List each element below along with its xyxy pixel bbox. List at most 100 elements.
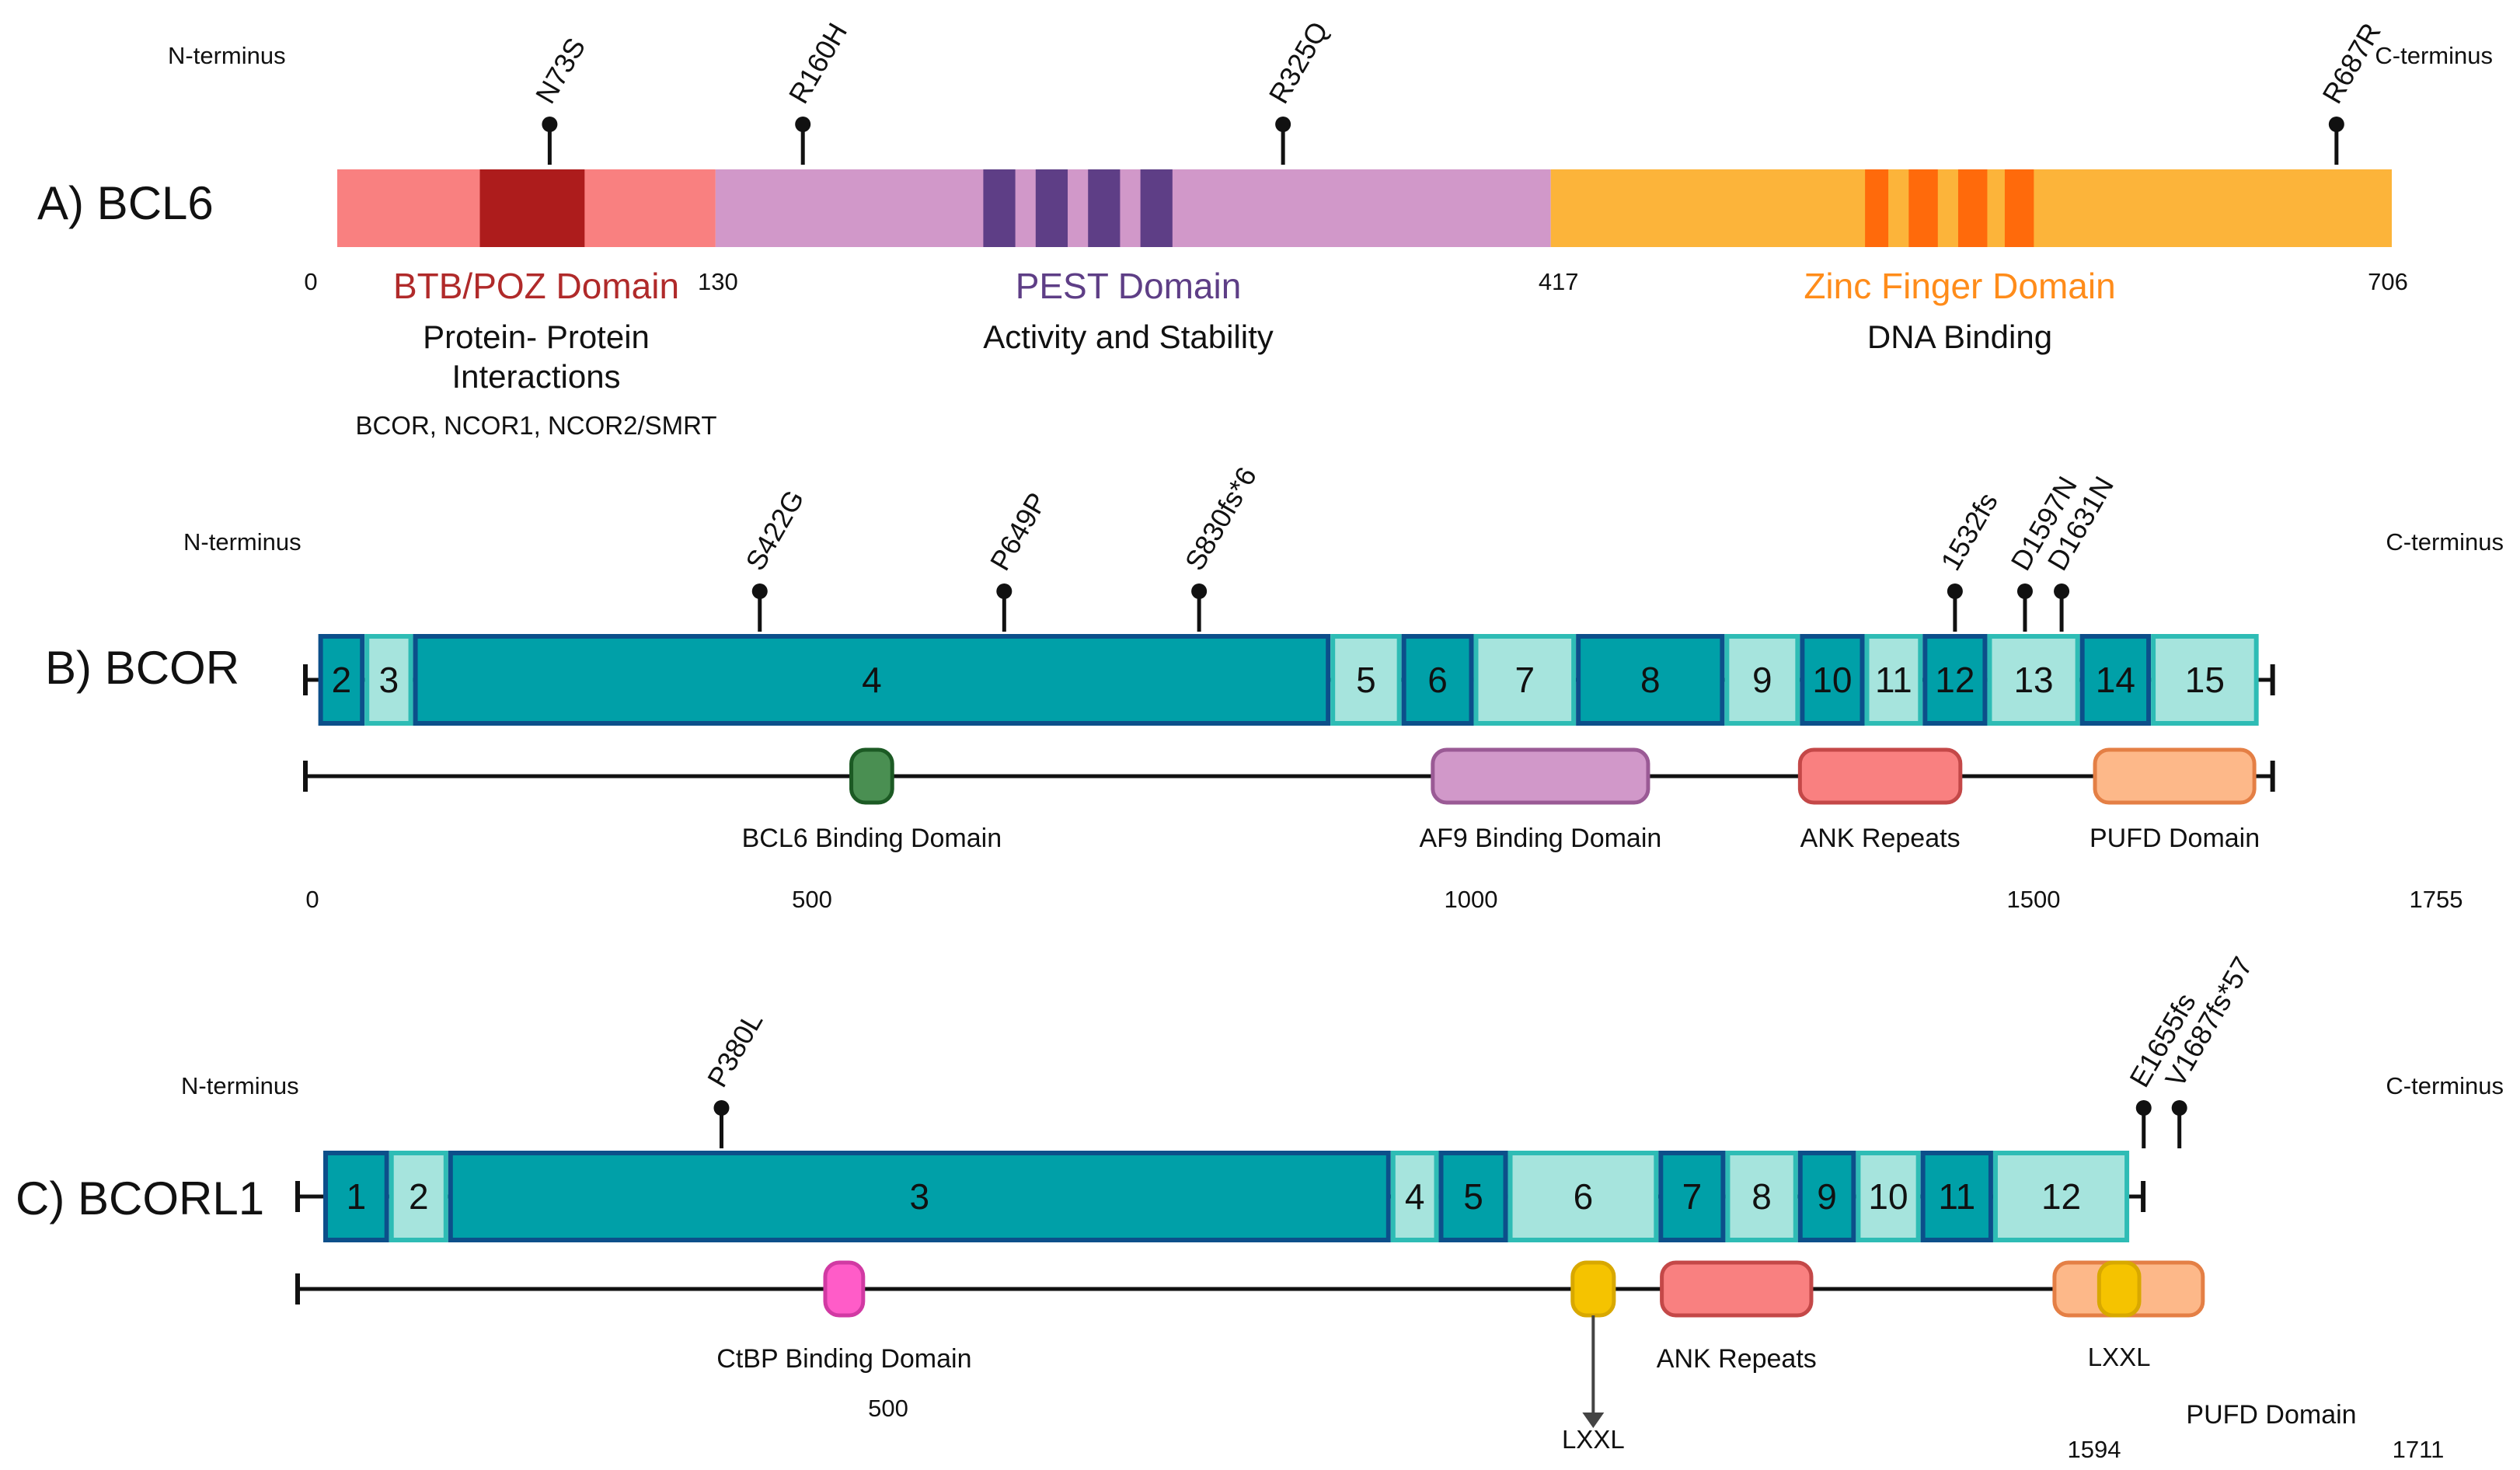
exon-2: 2 xyxy=(318,634,365,726)
exon-box xyxy=(323,1151,389,1242)
exon-number: 1 xyxy=(347,1176,367,1217)
domain-name: BTB/POZ Domain xyxy=(393,266,679,306)
position-tick: 500 xyxy=(868,1395,908,1422)
feature-box xyxy=(1431,747,1650,805)
domain-motif xyxy=(1908,169,1938,247)
position-tick: 1711 xyxy=(2393,1436,2445,1463)
n-terminus-label: N-terminus xyxy=(181,1072,299,1099)
feature-domain: BCL6 Binding Domain xyxy=(742,747,1002,853)
exon-number: 7 xyxy=(1515,660,1535,700)
mutation-pin xyxy=(751,583,768,599)
position-tick: 1755 xyxy=(2410,886,2463,913)
mutation-marker: S422G xyxy=(739,484,810,632)
exon-number: 11 xyxy=(1875,660,1912,700)
exon-9: 9 xyxy=(1797,1151,1856,1242)
exon-number: 8 xyxy=(1640,660,1661,700)
feature-label: AF9 Binding Domain xyxy=(1419,824,1661,853)
feature-domain: ANK Repeats xyxy=(1797,747,1963,853)
mutation-marker: R687R xyxy=(2316,17,2387,165)
mutation-pin xyxy=(2016,583,2033,599)
domain-motif xyxy=(983,169,1016,247)
exon-box xyxy=(1658,1151,1726,1242)
mutation-marker: V1687fs*57 xyxy=(2159,951,2259,1148)
exon-number: 4 xyxy=(862,660,882,700)
domain-motif xyxy=(1088,169,1121,247)
feature-box xyxy=(2093,747,2257,805)
position-ticks: 500 1594 1711 xyxy=(868,1395,2444,1463)
domain-motif xyxy=(479,169,585,247)
exon-box xyxy=(389,1151,448,1242)
exon-number: 14 xyxy=(2096,660,2135,700)
domain-region xyxy=(715,169,1551,247)
exon-number: 10 xyxy=(1868,1176,1908,1217)
exon-box xyxy=(2151,634,2259,726)
exon-number: 9 xyxy=(1752,660,1772,700)
mutation-label: S830fs*6 xyxy=(1179,462,1263,576)
exon-box xyxy=(1864,634,1923,726)
domain-description: DNA Binding xyxy=(1867,319,2052,355)
mutation-pin xyxy=(1275,117,1291,132)
exon-7: 7 xyxy=(1473,634,1577,726)
pufd-label: PUFD Domain xyxy=(2186,1400,2356,1430)
feature-domain: PUFD Domain xyxy=(2090,747,2260,853)
panel-label: C) BCORL1 xyxy=(16,1172,264,1224)
exon-2: 2 xyxy=(389,1151,448,1242)
feature-domain: AF9 Binding Domain xyxy=(1419,747,1661,853)
exon-13: 13 xyxy=(1987,634,2080,726)
mutation-label: P380L xyxy=(701,1006,769,1092)
position-tick: 130 xyxy=(698,268,738,295)
domain-interactors: BCOR, NCOR1, NCOR2/SMRT xyxy=(355,411,716,440)
feature-box xyxy=(849,747,894,805)
mutation-pin xyxy=(795,117,811,132)
lxxl-motif-label: LXXL xyxy=(2088,1343,2151,1371)
domain-description: Interactions xyxy=(451,358,620,395)
exon-4: 4 xyxy=(413,634,1331,726)
exon-box xyxy=(448,1151,1391,1242)
exon-box xyxy=(1330,634,1402,726)
position-tick: 417 xyxy=(1539,268,1579,295)
exon-box xyxy=(364,634,413,726)
domain-motif xyxy=(1957,169,1988,247)
position-tick: 706 xyxy=(2368,268,2408,295)
mutation-label: R325Q xyxy=(1263,16,1335,109)
feature-domain xyxy=(1570,1260,1616,1318)
exon-9: 9 xyxy=(1724,634,1800,726)
exon-number: 5 xyxy=(1356,660,1376,700)
exon-box xyxy=(1401,634,1474,726)
exon-box xyxy=(1987,634,2080,726)
domain-motif xyxy=(1035,169,1068,247)
exon-12: 12 xyxy=(1992,1151,2130,1242)
exon-box xyxy=(413,634,1331,726)
domain-motif xyxy=(1865,169,1889,247)
exon-5: 5 xyxy=(1438,1151,1508,1242)
feature-box xyxy=(823,1260,866,1318)
mutation-marker: N73S xyxy=(529,33,592,165)
exon-14: 14 xyxy=(2079,634,2152,726)
n-terminus-label: N-terminus xyxy=(168,42,286,69)
c-terminus-label: C-terminus xyxy=(2386,528,2504,556)
mutation-marker: R325Q xyxy=(1263,16,1335,165)
position-tick: 1594 xyxy=(2068,1436,2121,1463)
domain-name: Zinc Finger Domain xyxy=(1804,266,2115,306)
mutation-label: S422G xyxy=(739,484,810,576)
exon-number: 3 xyxy=(379,660,399,700)
exon-10: 10 xyxy=(1856,1151,1921,1242)
exon-box xyxy=(1507,1151,1659,1242)
exon-8: 8 xyxy=(1576,634,1725,726)
domain-description: Activity and Stability xyxy=(983,319,1274,355)
mutation-marker: 1532fs xyxy=(1934,487,2004,632)
exon-box xyxy=(1438,1151,1508,1242)
exon-6: 6 xyxy=(1401,634,1474,726)
mutation-label: N73S xyxy=(529,33,592,109)
mutation-pin xyxy=(542,117,558,132)
exon-box xyxy=(1724,634,1800,726)
lxxl-label: LXXL xyxy=(1562,1425,1625,1454)
exon-box xyxy=(1725,1151,1798,1242)
mutation-label: R160H xyxy=(782,17,854,109)
feature-box xyxy=(1797,747,1963,805)
